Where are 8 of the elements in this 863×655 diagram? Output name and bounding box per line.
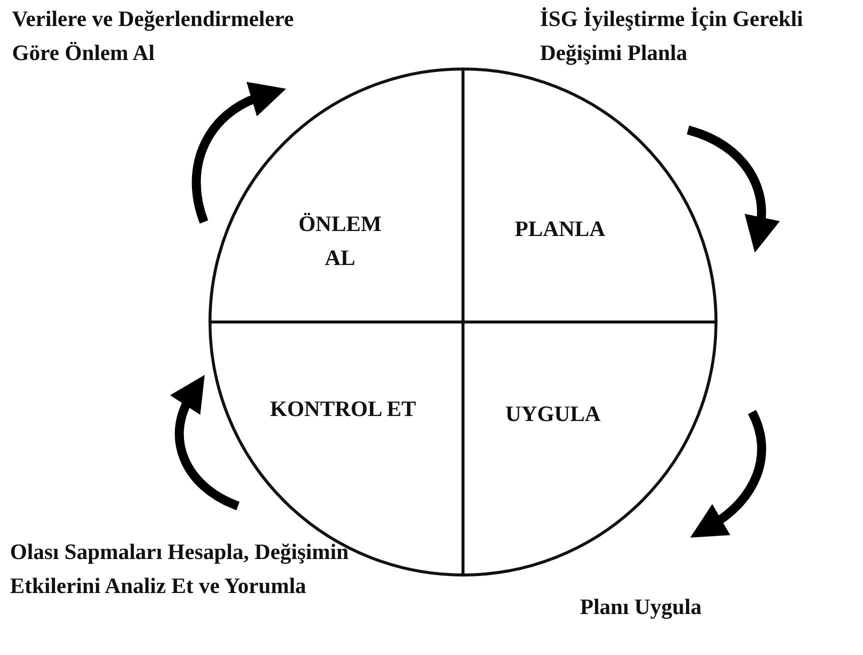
step-label: UYGULA	[504, 400, 602, 428]
step-description: Planı Uygula	[580, 593, 703, 621]
step-description: Olası Sapmaları Hesapla, Değişimin Etkilerini Analiz Et ve Yorumla	[10, 538, 350, 600]
step-label: ÖNLEM AL	[297, 210, 383, 272]
step-label: PLANLA	[514, 215, 606, 243]
step-description: Verilere ve Değerlendirmelere Göre Önlem Al	[12, 5, 295, 67]
step-label: KONTROL ET	[268, 395, 418, 423]
step-description: İSG İyileştirme İçin Gerekli Değişimi Planla	[540, 5, 804, 67]
